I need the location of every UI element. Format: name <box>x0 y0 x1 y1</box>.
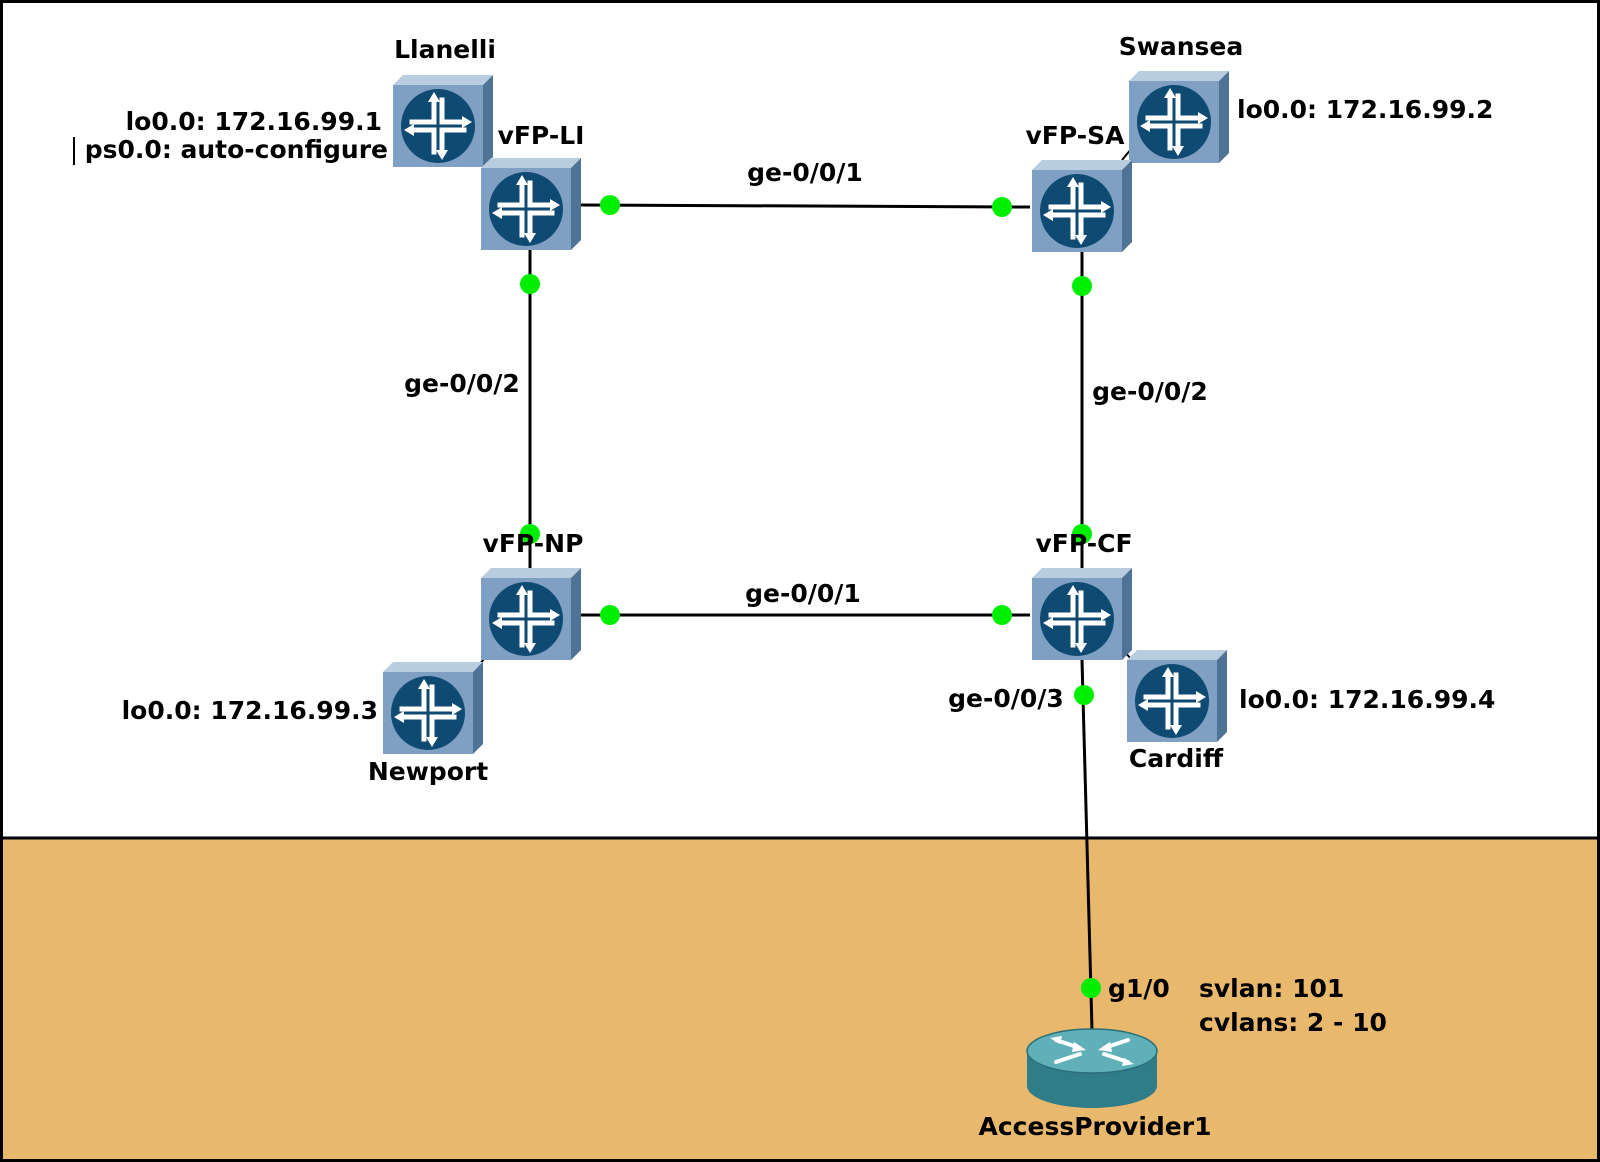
access-provider-label: AccessProvider1 <box>979 1112 1212 1141</box>
swansea-label: Swansea <box>1119 32 1243 61</box>
port-dot[interactable] <box>520 524 540 544</box>
llanelli-ps-note: ps0.0: auto-configure <box>85 135 388 164</box>
newport-router-icon[interactable] <box>383 662 483 754</box>
link-li-sa <box>579 203 1031 209</box>
port-dot[interactable] <box>600 195 620 215</box>
llanelli-loopback-note: lo0.0: 172.16.99.1 <box>126 107 382 136</box>
access-port-label: g1/0 <box>1108 974 1170 1003</box>
vfp-li-router-icon[interactable] <box>481 158 581 250</box>
top-zone <box>0 0 1600 838</box>
vfp-np-label: vFP-NP <box>483 529 584 558</box>
swansea-loopback-note: lo0.0: 172.16.99.2 <box>1237 95 1493 124</box>
port-dot[interactable] <box>1072 276 1092 296</box>
vfp-cf-router-icon[interactable] <box>1032 568 1132 660</box>
link-li-np-label: ge-0/0/2 <box>404 369 520 398</box>
vfp-sa-label: vFP-SA <box>1026 121 1126 150</box>
cardiff-router-icon[interactable] <box>1127 650 1227 742</box>
vfp-li-label: vFP-LI <box>498 121 585 150</box>
newport-loopback-note: lo0.0: 172.16.99.3 <box>122 696 378 725</box>
vfp-np-router-icon[interactable] <box>481 568 581 660</box>
cardiff-loopback-note: lo0.0: 172.16.99.4 <box>1239 685 1495 714</box>
link-li-sa-label: ge-0/0/1 <box>747 158 863 187</box>
port-dot[interactable] <box>1074 685 1094 705</box>
access-zone <box>3 838 1597 1159</box>
link-np-cf-label: ge-0/0/1 <box>745 579 861 608</box>
port-dot[interactable] <box>520 274 540 294</box>
link-sa-cf-label: ge-0/0/2 <box>1092 377 1208 406</box>
llanelli-router-icon[interactable] <box>393 75 493 167</box>
link-cf-access <box>1080 659 1094 1031</box>
cvlans-note: cvlans: 2 - 10 <box>1199 1008 1387 1037</box>
link-cf-access-label: ge-0/0/3 <box>948 684 1064 713</box>
newport-label: Newport <box>368 757 488 786</box>
cardiff-label: Cardiff <box>1129 744 1224 773</box>
access-provider-router-icon[interactable] <box>1026 1028 1158 1108</box>
port-dot[interactable] <box>1081 978 1101 998</box>
port-dot[interactable] <box>992 197 1012 217</box>
port-dot[interactable] <box>1072 524 1092 544</box>
port-dots <box>520 195 1101 998</box>
swansea-router-icon[interactable] <box>1129 71 1229 163</box>
vfp-cf-label: vFP-CF <box>1035 529 1132 558</box>
llanelli-label: Llanelli <box>394 35 496 64</box>
port-dot[interactable] <box>992 605 1012 625</box>
port-dot[interactable] <box>600 605 620 625</box>
vfp-sa-router-icon[interactable] <box>1032 160 1132 252</box>
svlan-note: svlan: 101 <box>1199 974 1344 1003</box>
